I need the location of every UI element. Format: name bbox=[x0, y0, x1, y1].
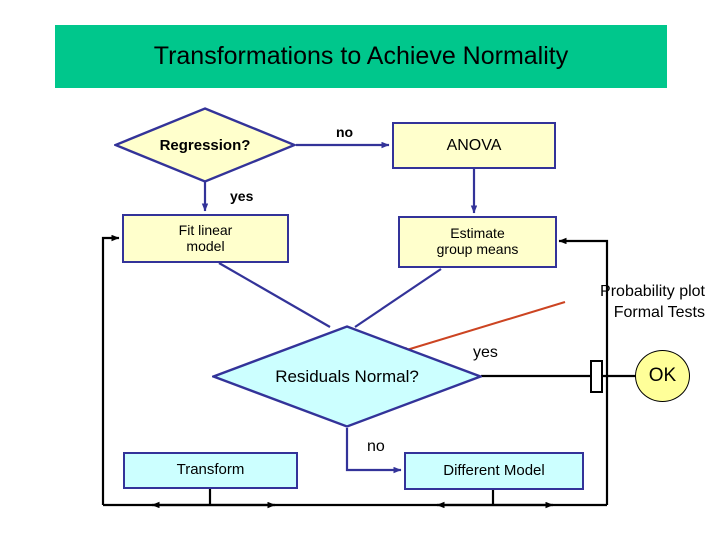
node-ok-label: OK bbox=[648, 365, 677, 386]
edge-label-residuals-yes: yes bbox=[473, 344, 498, 361]
node-different-model[interactable]: Different Model bbox=[404, 452, 584, 490]
node-different-model-label: Different Model bbox=[443, 461, 545, 479]
line-jump-connector bbox=[590, 360, 603, 393]
annotation-probability-plot: Probability plot Formal Tests bbox=[480, 282, 705, 324]
node-estimate-group-means-label: Estimate group means bbox=[436, 225, 519, 257]
node-fit-linear-model-label: Fit linear model bbox=[178, 221, 233, 254]
annotation-line-1: Probability plot bbox=[600, 283, 705, 300]
node-estimate-group-means[interactable]: Estimate group means bbox=[398, 216, 557, 268]
node-anova[interactable]: ANOVA bbox=[392, 122, 556, 169]
node-anova-label: ANOVA bbox=[446, 136, 502, 154]
node-ok[interactable]: OK bbox=[635, 350, 690, 402]
decision-regression[interactable]: Regression? bbox=[114, 107, 296, 183]
node-fit-linear-model[interactable]: Fit linear model bbox=[122, 214, 289, 263]
node-transform[interactable]: Transform bbox=[123, 452, 298, 489]
node-transform-label: Transform bbox=[176, 461, 245, 479]
page-title: Transformations to Achieve Normality bbox=[153, 42, 569, 70]
edge-label-residuals-no: no bbox=[367, 438, 385, 455]
title-banner bbox=[55, 25, 667, 88]
annotation-line-2: Formal Tests bbox=[613, 303, 705, 321]
edge-label-regression-yes: yes bbox=[230, 188, 254, 204]
edge-label-regression-no: no bbox=[336, 124, 354, 140]
decision-residuals-normal[interactable]: Residuals Normal? bbox=[212, 325, 482, 428]
